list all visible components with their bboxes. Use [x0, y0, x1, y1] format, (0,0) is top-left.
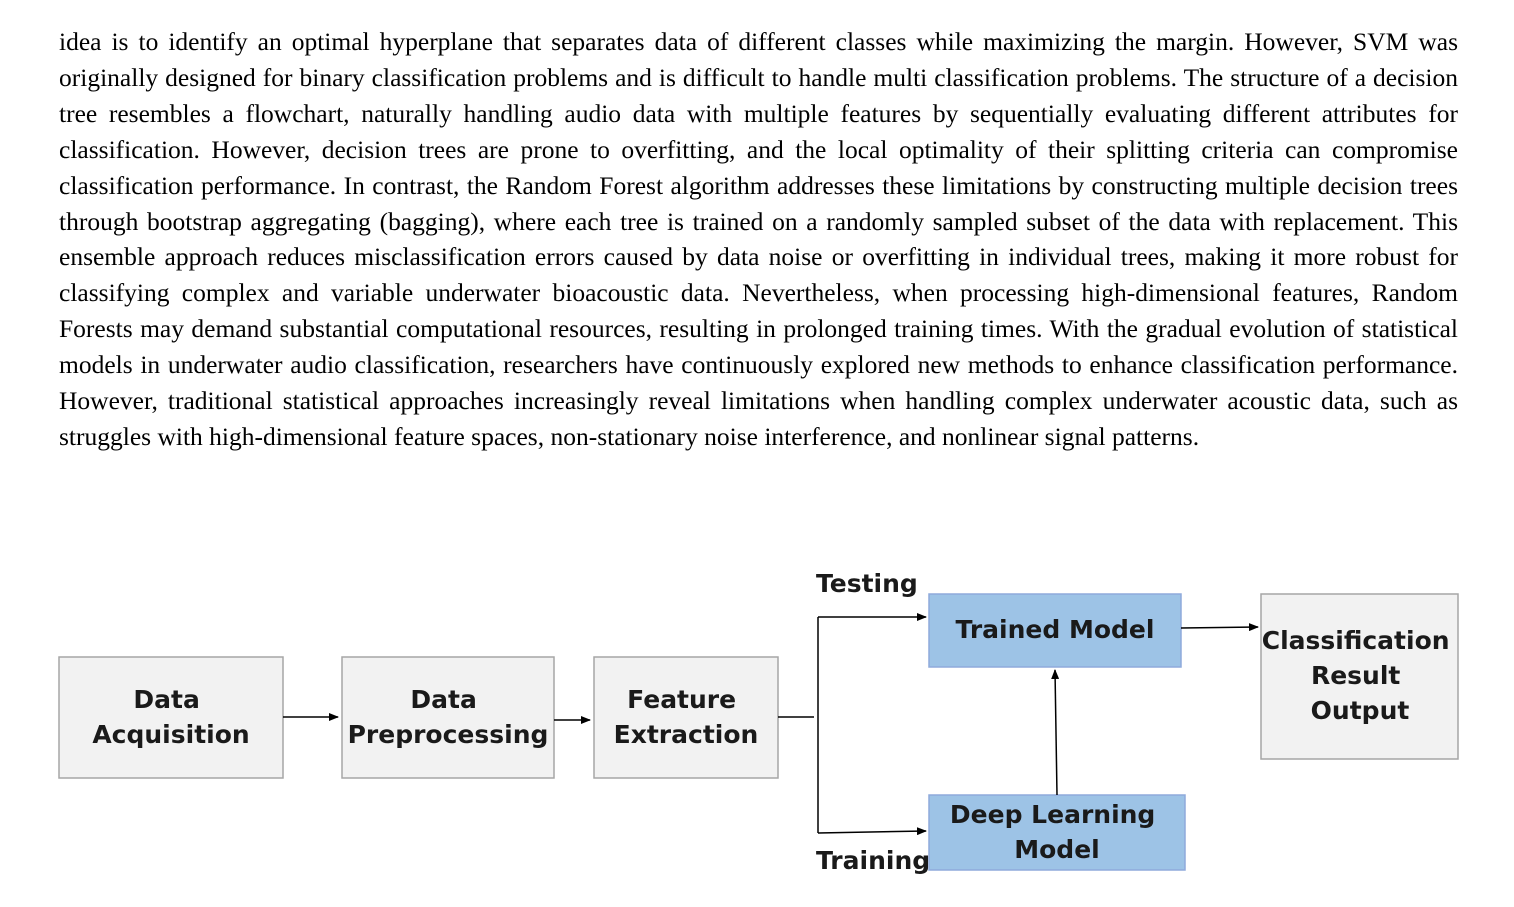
arrow-deep-learning-to-trained-model: [1051, 669, 1060, 796]
deep-learning-model-label-line-2: Model: [1014, 835, 1099, 864]
data-preprocessing-label: Data Preprocessing: [348, 685, 549, 749]
classification-output-label-line-1: Classification: [1262, 626, 1450, 655]
deep-learning-model-label: Deep Learning Model: [950, 800, 1164, 864]
classification-output-label-line-3: Output: [1311, 696, 1410, 725]
data-preprocessing-label-line-1: Data: [410, 685, 476, 714]
feature-extraction-box: [593, 656, 779, 779]
arrow-branch-to-deep-learning-model: [817, 827, 927, 836]
feature-extraction-label-line-1: Feature: [627, 685, 736, 714]
arrow-trained-model-to-output: [1180, 623, 1259, 632]
classification-output-box: [1260, 593, 1459, 760]
trained-model-box: [928, 593, 1182, 668]
data-acquisition-label-line-1: Data: [133, 685, 199, 714]
classification-output-label-line-2: Result: [1311, 661, 1400, 690]
body-paragraph: idea is to identify an optimal hyperplan…: [59, 27, 1458, 451]
trained-model-label-line-1: Trained Model: [956, 615, 1155, 644]
data-preprocessing-box: [341, 656, 555, 779]
deep-learning-model-label-line-1: Deep Learning: [950, 800, 1155, 829]
data-acquisition-box: [58, 656, 284, 779]
feature-extraction-label-line-2: Extraction: [614, 720, 759, 749]
feature-extraction-label: Feature Extraction: [614, 685, 759, 749]
testing-branch-label: Testing: [816, 569, 918, 598]
data-acquisition-label: Data Acquisition: [92, 685, 249, 749]
data-preprocessing-label-line-2: Preprocessing: [348, 720, 549, 749]
deep-learning-model-box: [928, 794, 1186, 871]
trained-model-label: Trained Model: [956, 615, 1155, 644]
classification-output-label: Classification Result Output: [1262, 626, 1459, 725]
data-acquisition-label-line-2: Acquisition: [92, 720, 249, 749]
training-branch-label: Training: [816, 846, 930, 875]
